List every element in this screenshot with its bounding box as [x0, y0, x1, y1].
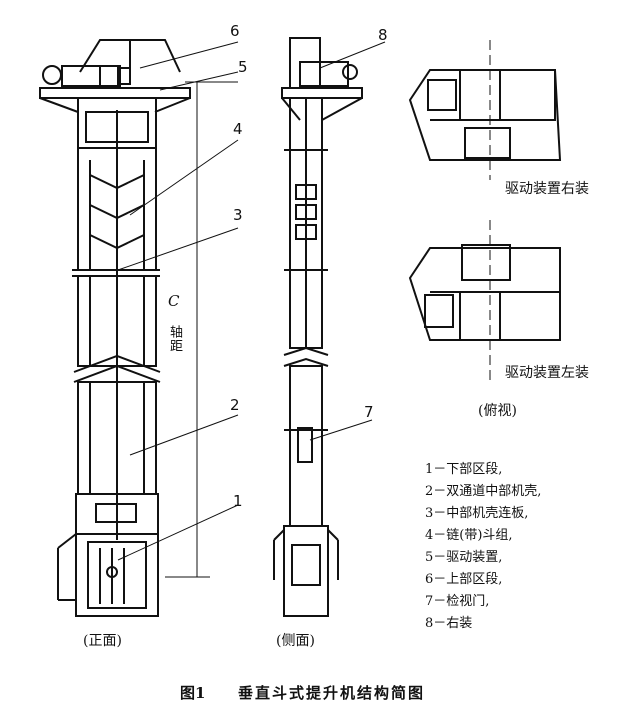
top-view-right [408, 40, 562, 180]
front-view-label: (正面) [83, 633, 122, 649]
front-view [39, 39, 191, 617]
legend-item: 2－双通道中部机壳, [425, 484, 542, 499]
callout-1: 1 [233, 492, 243, 510]
legend-item: 8－右装 [425, 616, 473, 631]
legend-item: 1－下部区段, [425, 462, 503, 477]
callout-5: 5 [238, 58, 248, 76]
top-view-label: (俯视) [478, 403, 517, 419]
figure-title: 垂直斗式提升机结构简图 [238, 684, 426, 702]
callout-8: 8 [378, 26, 388, 44]
drive-right-label: 驱动装置右装 [505, 181, 589, 197]
legend-item: 7－检视门, [425, 594, 490, 609]
callout-6: 6 [230, 22, 240, 40]
legend-item: 5－驱动装置, [425, 550, 503, 565]
figure-number: 图1 [180, 684, 206, 702]
top-view-left [408, 220, 561, 380]
callout-7: 7 [364, 403, 374, 421]
axis-symbol: C [168, 292, 180, 310]
legend-item: 6－上部区段, [425, 572, 503, 587]
callout-2: 2 [230, 396, 240, 414]
side-view-label: (侧面) [276, 633, 315, 649]
callout-4: 4 [233, 120, 243, 138]
legend-item: 3－中部机壳连板, [425, 506, 529, 521]
drive-left-label: 驱动装置左装 [505, 365, 589, 381]
callout-3: 3 [233, 206, 243, 224]
side-view [273, 37, 363, 617]
axis-label: 轴距 [167, 325, 182, 353]
legend-item: 4－链(带)斗组, [425, 528, 513, 543]
